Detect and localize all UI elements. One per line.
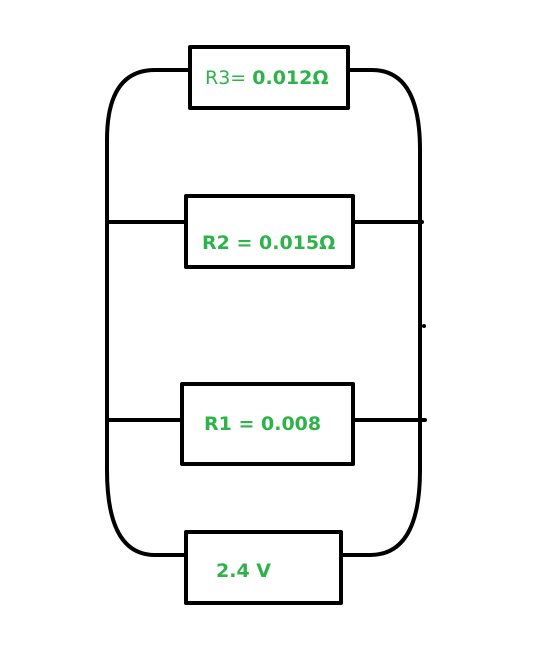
voltage-source-label: 2.4 V <box>216 560 271 582</box>
wire-bottom-left <box>105 468 188 557</box>
resistor-r2-box <box>184 194 355 269</box>
resistor-r3-box <box>188 45 350 110</box>
wire-bottom-right <box>340 468 422 557</box>
resistor-r3-label: R3= 0.012Ω <box>205 67 329 89</box>
wire-top-left <box>105 68 190 472</box>
voltage-source-box <box>184 530 343 605</box>
wire-top-right <box>348 68 422 472</box>
junction-dot <box>422 324 426 328</box>
resistor-r1-box <box>180 382 355 466</box>
resistor-r1-label: R1 = 0.008 <box>204 413 321 435</box>
resistor-r2-label: R2 = 0.015Ω <box>202 232 335 254</box>
